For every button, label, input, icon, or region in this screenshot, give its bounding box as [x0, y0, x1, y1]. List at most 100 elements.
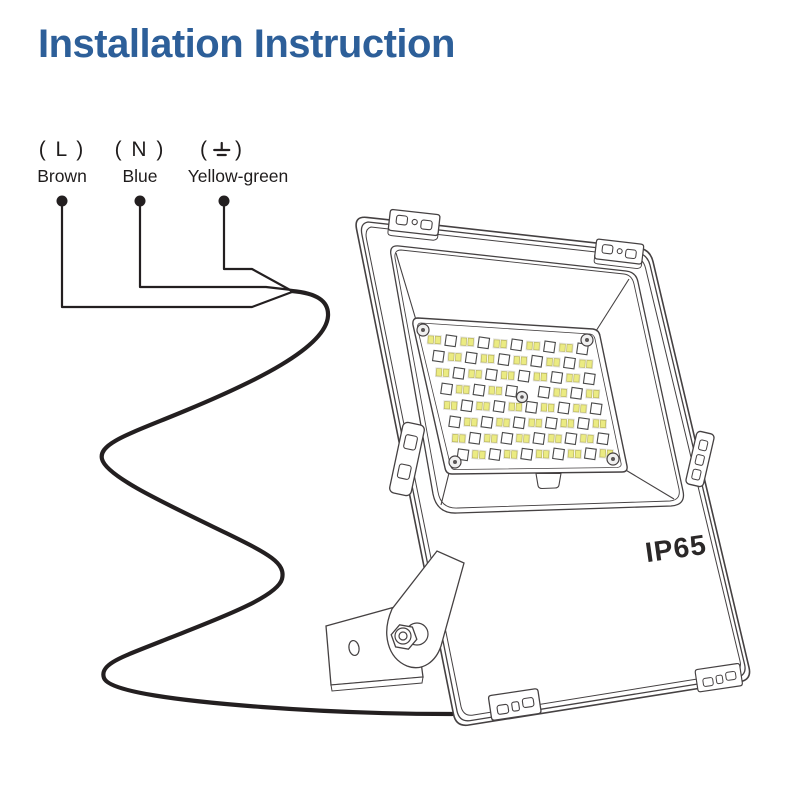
led-lens [468, 431, 482, 445]
led-lens [431, 349, 445, 363]
terminal-live-label: ( L ) [38, 138, 86, 161]
led-chip [578, 358, 594, 370]
led-lens [532, 432, 546, 445]
side-clip-right [685, 430, 715, 488]
led-lens [480, 415, 494, 429]
led-lens [464, 351, 478, 365]
led-lens [484, 368, 498, 382]
wire-color-neutral: Blue [122, 166, 158, 186]
led-chip [447, 351, 463, 363]
led-chip [471, 449, 487, 460]
led-lens [589, 402, 603, 416]
led-chip [515, 433, 531, 444]
led-lens [448, 415, 462, 429]
wire-color-ground: Yellow-green [187, 166, 289, 186]
earth-ground-icon [213, 141, 231, 156]
led-chip [591, 418, 608, 429]
led-chip [527, 417, 543, 429]
led-chip [451, 433, 467, 444]
led-lens [505, 384, 518, 398]
screw-top-left [416, 323, 430, 337]
screw-top-right [580, 333, 594, 347]
led-lens [550, 371, 564, 384]
led-lens [440, 382, 454, 396]
mounting-tab-top-right [593, 238, 645, 270]
led-lens [512, 416, 526, 430]
led-chip [552, 387, 568, 398]
mounting-tab-top-left [387, 208, 441, 241]
led-chip [500, 370, 516, 381]
led-lens [500, 431, 514, 445]
led-chip [507, 401, 523, 413]
led-chip [545, 356, 561, 368]
led-chip [572, 403, 588, 414]
led-chip [495, 417, 511, 428]
reflector-walls [395, 252, 675, 506]
led-chip [467, 368, 483, 380]
led-chip [585, 388, 601, 400]
led-chip [532, 371, 548, 383]
floodlight-illustration: IP65 [325, 208, 751, 727]
led-lens [456, 448, 470, 462]
mounting-tab-bottom-left [487, 688, 542, 721]
bracket-foot-thickness [330, 676, 424, 692]
led-lens [460, 399, 474, 413]
led-chip [565, 372, 581, 384]
led-chip [558, 342, 574, 354]
paren-open: ( [200, 138, 209, 161]
led-lens [537, 385, 551, 399]
wire-ground-line [222, 201, 293, 292]
led-lens [520, 447, 534, 461]
terminal-ground-label: ( ) [200, 137, 244, 163]
side-clip-left [389, 421, 425, 497]
led-chip [492, 338, 508, 350]
bezel-inner-line [394, 249, 680, 509]
led-chip [547, 433, 563, 444]
led-lens [557, 401, 571, 415]
terminal-neutral-label: ( N ) [114, 138, 166, 161]
led-lens [564, 432, 578, 446]
led-lens [477, 336, 491, 350]
led-lens [552, 447, 565, 461]
pivot-bolt-ring [394, 627, 412, 645]
led-lens [563, 356, 576, 370]
led-panel-bottom-tab [535, 472, 562, 490]
screw-center [515, 390, 529, 404]
led-chip [503, 449, 519, 460]
led-lens [510, 338, 524, 352]
led-lens [543, 340, 556, 354]
led-lens [497, 353, 511, 367]
led-lens [444, 334, 458, 348]
panel-screws [416, 323, 620, 469]
led-lens [530, 354, 544, 368]
led-lens [576, 417, 590, 430]
screw-bottom-left [448, 455, 462, 469]
wire-neutral-line [138, 201, 293, 292]
led-lens [452, 366, 466, 380]
bracket-mount-hole [348, 639, 360, 657]
led-chip [579, 433, 595, 444]
led-grid [426, 334, 614, 462]
led-chip [475, 400, 491, 412]
mounting-bracket [325, 550, 465, 692]
led-chip [566, 448, 583, 460]
led-lens [472, 383, 486, 397]
led-lens [570, 386, 583, 400]
led-chip [559, 418, 575, 429]
led-chip [455, 384, 471, 395]
wire-label-ground: ( ) Yellow-green [188, 137, 289, 187]
wire-label-live: ( L ) Brown [37, 137, 87, 187]
led-lens [492, 400, 506, 413]
screw-bottom-right [606, 452, 620, 466]
paren-close: ) [235, 138, 244, 161]
led-chip [459, 336, 475, 348]
led-lens [488, 448, 502, 461]
wire-live-line [60, 201, 293, 309]
led-chip [483, 433, 499, 444]
led-lens [583, 447, 597, 461]
led-chip [540, 402, 556, 413]
lead-wires [60, 201, 293, 309]
led-lens [544, 416, 558, 430]
mounting-tab-bottom-right [694, 662, 743, 693]
